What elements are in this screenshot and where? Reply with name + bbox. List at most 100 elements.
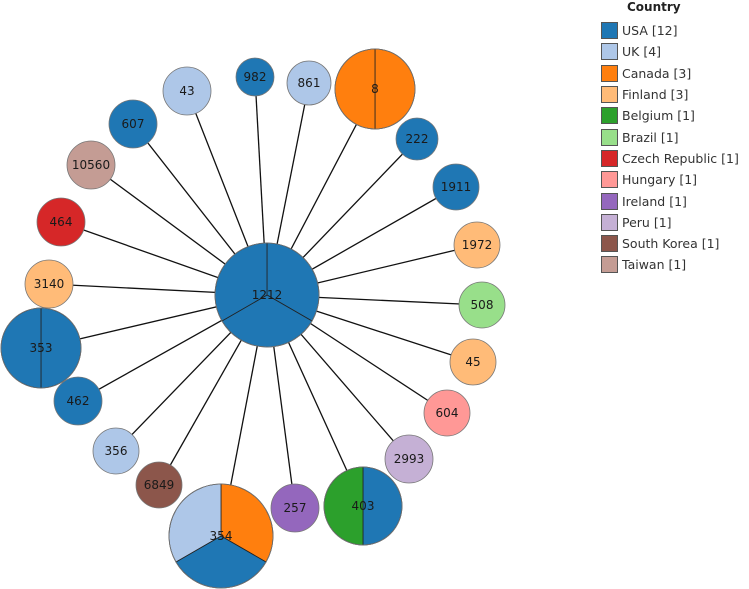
legend-swatch [601,192,618,210]
graph-node: 353 [0,307,82,389]
node-slice [235,57,275,97]
node-slice [53,376,103,426]
graph-node: 222 [395,117,439,161]
legend-swatch [601,149,618,167]
legend-item: Finland [3] [601,84,749,105]
graph-node: 982 [235,57,275,97]
legend-label: Hungary [1] [622,172,698,188]
legend-label: Ireland [1] [622,193,687,209]
node-label: 604 [436,406,459,420]
legend-items: USA [12] UK [4] Canada [3] Finland [3] Belgi… [601,20,749,276]
graph-node: 257 [270,483,320,533]
node-label: 2993 [394,452,425,466]
legend-label: UK [4] [622,44,662,60]
node-slice [374,48,416,130]
node-slice [66,140,116,190]
legend-label: USA [12] [622,23,678,39]
legend-item: Brazil [1] [601,126,749,147]
legend-label: Canada [3] [622,65,692,81]
graph-node: 1911 [432,163,480,211]
node-outline [168,483,274,589]
graph-node: 43 [162,66,212,116]
graph-node: 464 [36,197,86,247]
legend-swatch [601,128,618,146]
legend-swatch [601,86,618,104]
node-label: 43 [179,84,194,98]
node-label: 8 [371,82,379,96]
node-slice [108,99,158,149]
node-label: 403 [352,499,375,513]
graph-node: 508 [458,281,506,329]
node-label: 462 [67,394,90,408]
node-outline [214,242,320,348]
node-slice [384,434,434,484]
legend-item: Belgium [1] [601,105,749,126]
node-label: 354 [210,529,233,543]
legend-swatch [601,43,618,61]
legend-item: Canada [3] [601,63,749,84]
legend-item: Taiwan [1] [601,254,749,275]
node-slice [334,48,376,130]
node-label: 508 [471,298,494,312]
legend-label: Finland [3] [622,87,689,103]
node-slice [395,117,439,161]
graph-node: 1212 [214,242,320,348]
node-slice [453,221,501,269]
legend-item: South Korea [1] [601,233,749,254]
node-slice [135,461,183,509]
node-label: 257 [284,501,307,515]
node-label: 6849 [144,478,175,492]
node-label: 10560 [72,158,110,172]
legend-swatch [601,171,618,189]
legend-item: Peru [1] [601,212,749,233]
node-slice [24,259,74,309]
node-label: 607 [122,117,145,131]
node-label: 222 [406,132,429,146]
graph-node: 6849 [135,461,183,509]
graph-node: 861 [286,60,332,106]
legend-label: South Korea [1] [622,236,720,252]
node-slice [449,338,497,386]
legend-swatch [601,107,618,125]
node-slice [92,427,140,475]
node-label: 464 [50,215,73,229]
node-label: 1972 [462,238,493,252]
legend-swatch [601,256,618,274]
node-label: 982 [244,70,267,84]
node-slice [270,483,320,533]
node-outline [334,48,416,130]
node-label: 45 [465,355,480,369]
node-outline [0,307,82,389]
graph-node: 403 [323,466,403,546]
legend-item: UK [4] [601,41,749,62]
graph-node: 2993 [384,434,434,484]
legend-label: Peru [1] [622,214,672,230]
legend-item: Ireland [1] [601,190,749,211]
legend-swatch [601,213,618,231]
legend-label: Taiwan [1] [622,257,687,273]
node-label: 356 [105,444,128,458]
graph-node: 45 [449,338,497,386]
legend-item: Hungary [1] [601,169,749,190]
node-slice [458,281,506,329]
graph-node: 462 [53,376,103,426]
node-label: 1212 [252,288,283,302]
legend-item: Czech Republic [1] [601,148,749,169]
node-slice [286,60,332,106]
legend-item: USA [12] [601,20,749,41]
node-label: 3140 [34,277,65,291]
legend: Country USA [12]UK [4]Canada [3]Finland … [601,0,749,276]
node-slice [162,66,212,116]
node-slice [432,163,480,211]
graph-node: 1972 [453,221,501,269]
node-label: 1911 [441,180,472,194]
graph-node: 356 [92,427,140,475]
node-label: 861 [298,76,321,90]
legend-label: Brazil [1] [622,129,679,145]
node-outline [323,466,403,546]
legend-swatch [601,235,618,253]
legend-label: Belgium [1] [622,108,695,124]
legend-swatch [601,22,618,40]
node-label: 353 [30,341,53,355]
network-diagram: 982 861 8 222 1911 1972 508 45 604 2993 403 257 354 6… [0,48,506,589]
